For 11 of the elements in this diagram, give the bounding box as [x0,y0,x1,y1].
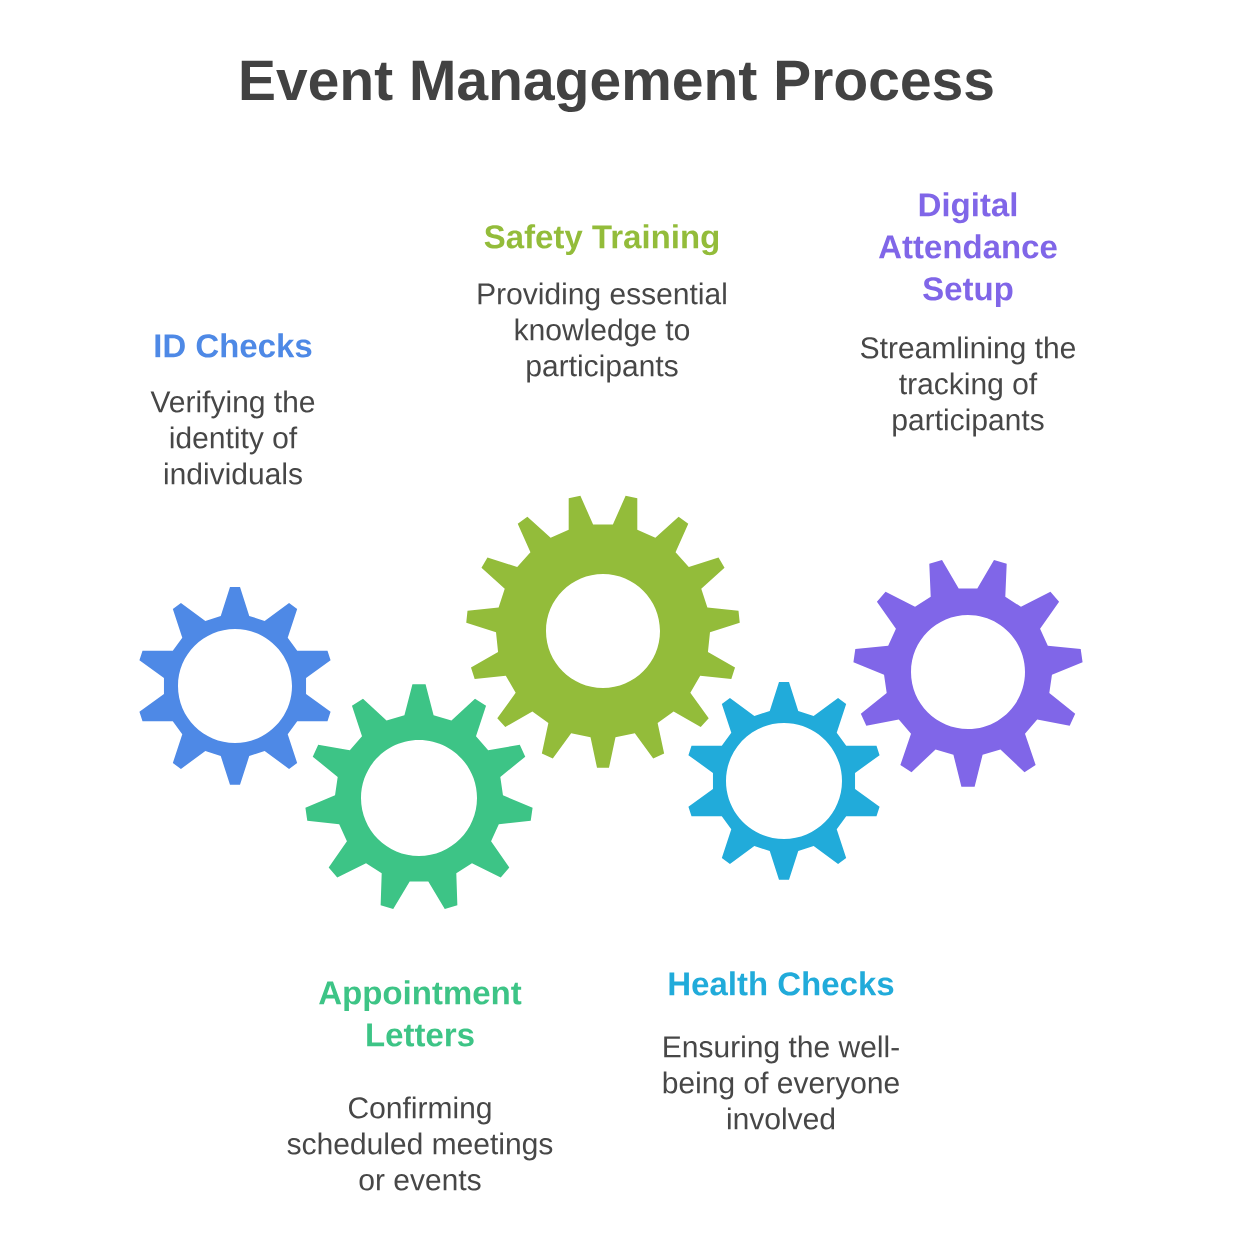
step-title: Digital Attendance Setup [878,192,1057,308]
step-description: Providing essential knowledge to participants [478,282,726,383]
title: Event Management Process [241,60,993,113]
step-description: Confirming scheduled meetings or events [287,1096,553,1191]
step-title: Safety Training [484,224,719,256]
step-description: Ensuring the well-being of everyone involved [663,1035,899,1130]
step-title: Appointment Letters [319,980,522,1047]
step-title: ID Checks [155,333,312,358]
step-description: Verifying the identity of individuals [150,390,315,485]
step-title: Health Checks [669,971,894,996]
step-description: Streamlining the tracking of participants [861,336,1075,437]
